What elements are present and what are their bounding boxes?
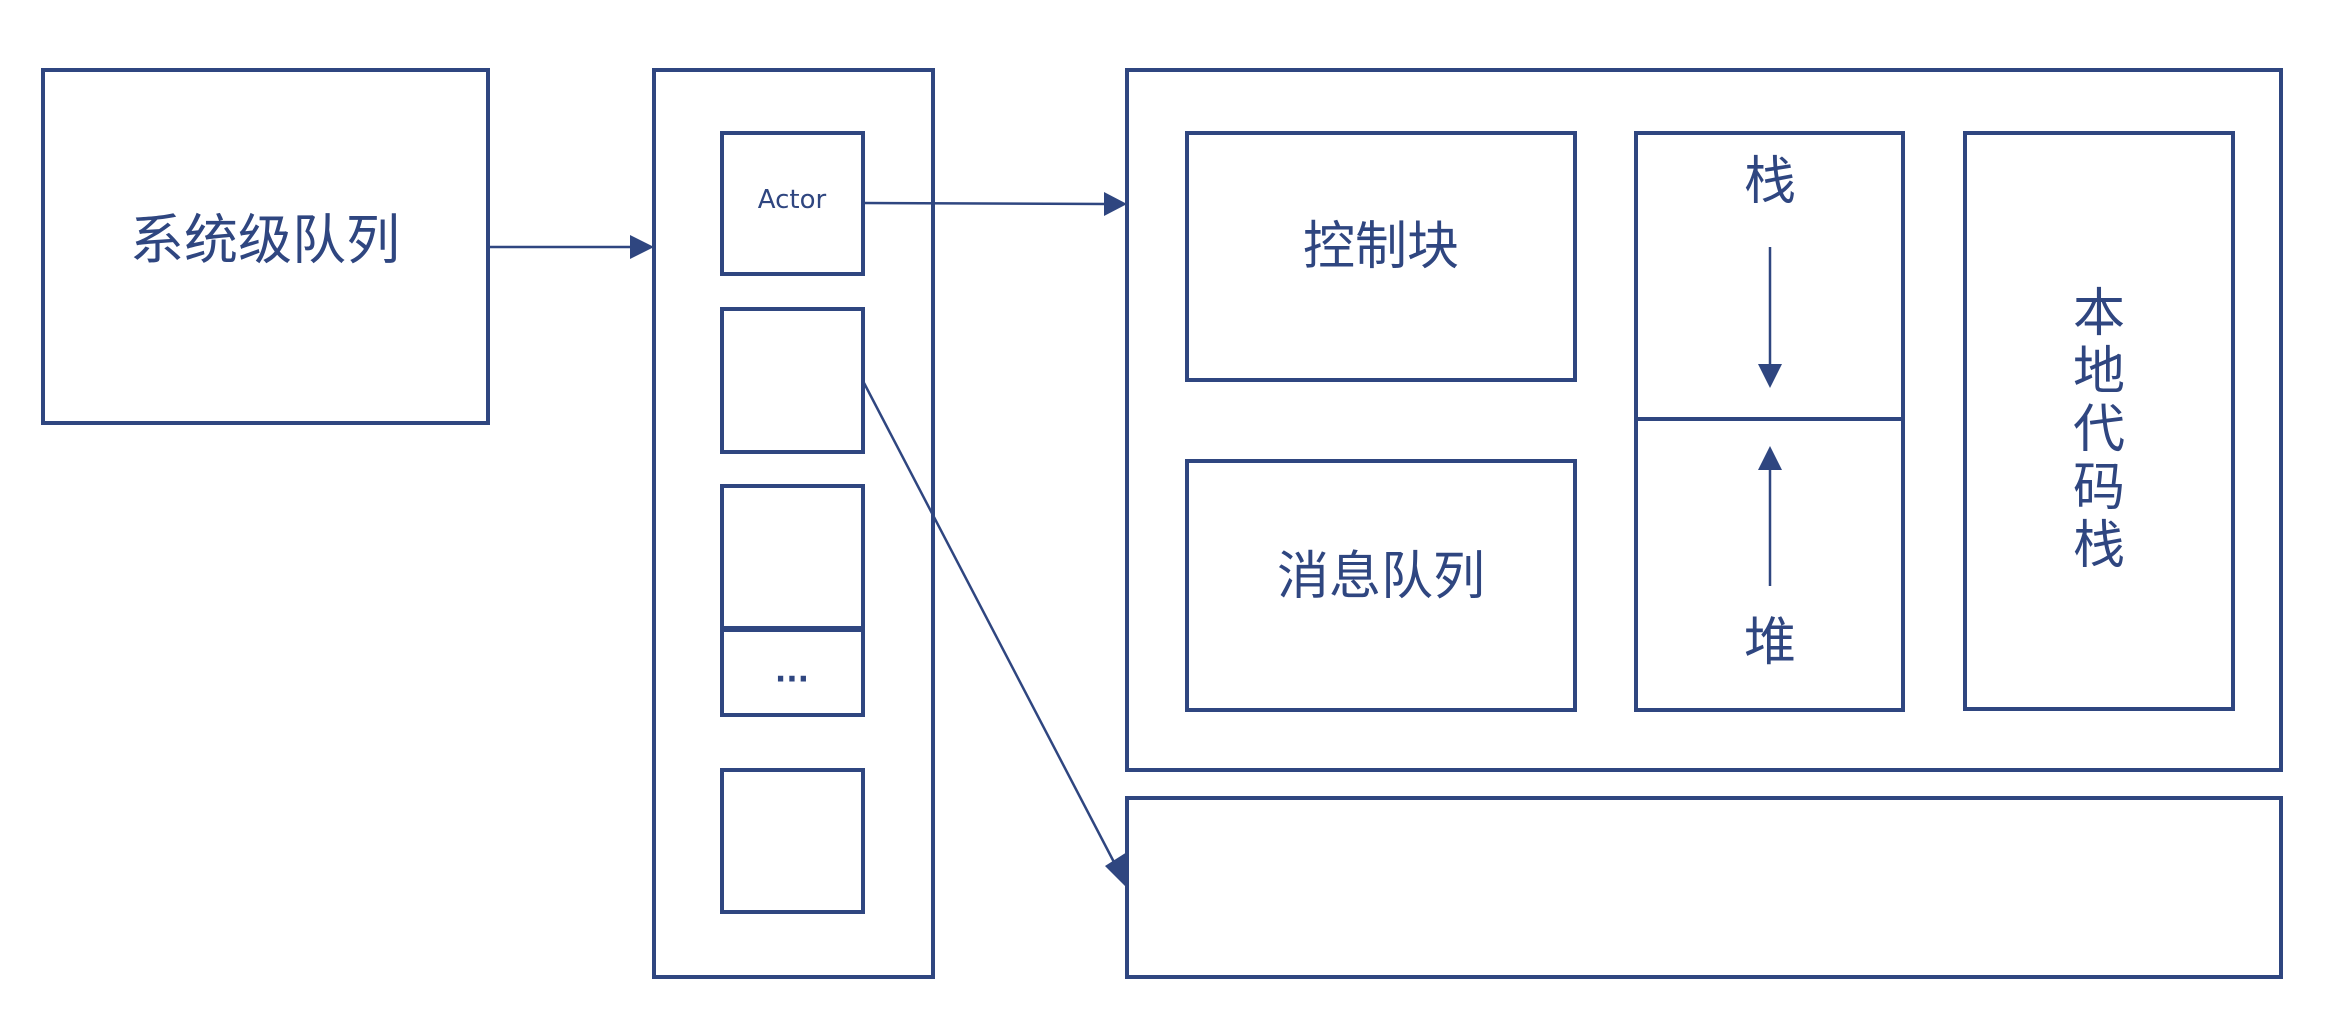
- native-stack-label: 本地代码栈: [2073, 284, 2125, 576]
- native-stack-label-char: 代: [2073, 400, 2125, 460]
- stack-label: 栈: [1744, 152, 1796, 212]
- ellipsis-label: ...: [775, 655, 809, 690]
- control-block-label: 控制块: [1303, 217, 1459, 277]
- secondary-panel: [1125, 796, 2283, 979]
- actor-slot: [720, 484, 865, 630]
- actor-detail-panel: 控制块 消息队列 栈 堆 本地代码栈: [1125, 68, 2283, 772]
- arrow-slot-to-secondary: [861, 380, 1127, 888]
- actor-slot: Actor: [720, 131, 865, 276]
- actor-slot: [720, 307, 865, 454]
- heap-label: 堆: [1744, 613, 1796, 673]
- secondary-panel-box: [1125, 796, 2283, 979]
- actor-slot-label: Actor: [758, 185, 827, 215]
- system-queue-node: 系统级队列: [41, 68, 490, 425]
- stack-heap-box: [1634, 131, 1905, 712]
- actor-column: Actor ...: [652, 68, 935, 979]
- actor-slot-box: [720, 307, 865, 454]
- stack-heap-node: 栈 堆: [1634, 131, 1905, 712]
- actor-slot-box: [720, 628, 865, 717]
- arrow-down-icon: [1758, 364, 1782, 388]
- native-stack-box: [1963, 131, 2235, 711]
- actor-slot-box: [720, 768, 865, 914]
- arrowhead-icon: [1105, 852, 1127, 888]
- actor-slot: [720, 768, 865, 914]
- actor-slot-box: [720, 131, 865, 276]
- control-block-node: 控制块: [1185, 131, 1577, 382]
- arrow-up-icon: [1758, 446, 1782, 470]
- message-queue-node: 消息队列: [1185, 459, 1577, 712]
- arrow-line: [862, 201, 1108, 206]
- arrow-system-to-actors: [488, 235, 654, 259]
- native-stack-node: 本地代码栈: [1963, 131, 2235, 711]
- system-queue-box: [41, 68, 490, 425]
- message-queue-box: [1185, 459, 1577, 712]
- native-stack-label-char: 本: [2073, 284, 2125, 344]
- system-queue-label: 系统级队列: [130, 209, 400, 272]
- actor-slot-box: [720, 484, 865, 630]
- message-queue-label: 消息队列: [1277, 547, 1485, 607]
- native-stack-label-char: 地: [2073, 342, 2125, 402]
- arrowhead-icon: [1104, 192, 1127, 216]
- native-stack-label-char: 栈: [2073, 516, 2125, 576]
- control-block-box: [1185, 131, 1577, 382]
- arrowhead-icon: [630, 235, 654, 259]
- arrow-actor-to-detail: [862, 192, 1127, 216]
- arrow-line: [861, 380, 1118, 867]
- actor-slot-ellipsis: ...: [720, 626, 865, 717]
- native-stack-label-char: 码: [2073, 458, 2125, 518]
